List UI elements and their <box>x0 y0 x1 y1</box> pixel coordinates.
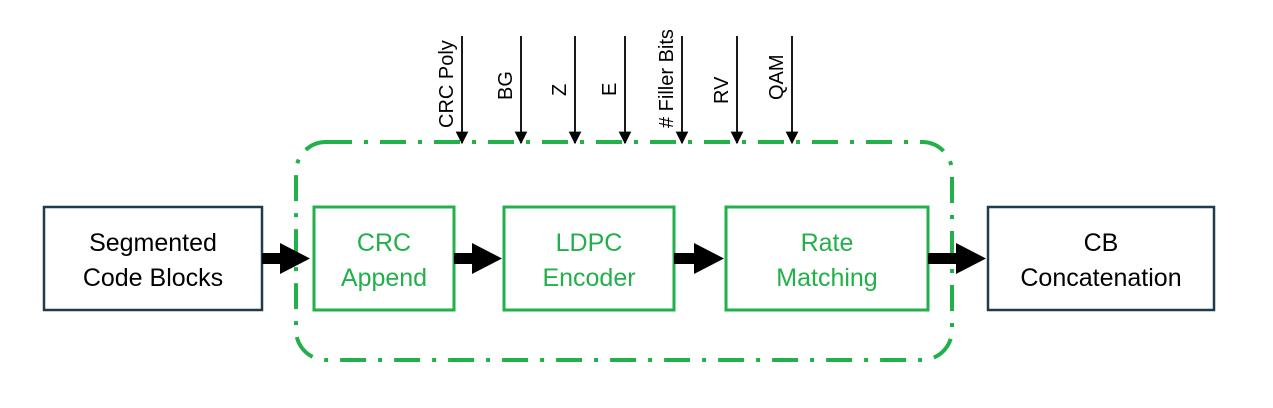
encoder-group-boundary <box>294 140 954 362</box>
rate-matching-line1: Rate <box>801 229 854 257</box>
flow-arrow-rate-to-output <box>928 243 986 274</box>
param-label-bg: BG <box>495 71 517 100</box>
parameter-arrows <box>455 36 799 145</box>
flow-arrow-ldpc-to-rate <box>674 243 724 274</box>
rate-matching-line2: Matching <box>776 264 877 292</box>
param-label-e: E <box>599 83 621 96</box>
ldpc-encoder-line1: LDPC <box>556 229 623 257</box>
param-label-crc-poly: CRC Poly <box>436 40 458 128</box>
crc-append-line2: Append <box>341 264 427 292</box>
ldpc-encoder-block: LDPC Encoder <box>502 205 676 312</box>
parameter-labels: CRC Poly BG Z E # Filler Bits RV QAM <box>436 29 788 128</box>
cb-concatenation: CB Concatenation <box>986 205 1216 312</box>
segmented-code-blocks-line2: Code Blocks <box>83 264 223 292</box>
param-label-rv: RV <box>711 76 733 104</box>
segmented-code-blocks-line1: Segmented <box>89 229 217 257</box>
flow-arrow-input-to-crc <box>262 243 310 274</box>
flow-arrows <box>262 243 986 274</box>
rate-matching-block: Rate Matching <box>724 205 930 312</box>
param-label-filler-bits: # Filler Bits <box>656 29 678 128</box>
cb-concatenation-line1: CB <box>1084 229 1119 257</box>
ldpc-encoder-line2: Encoder <box>542 264 635 292</box>
crc-append-block: CRC Append <box>312 205 456 312</box>
cb-concatenation-line2: Concatenation <box>1020 264 1181 292</box>
flow-arrow-crc-to-ldpc <box>454 243 502 274</box>
crc-append-line1: CRC <box>357 229 411 257</box>
param-label-qam: QAM <box>766 54 788 100</box>
param-label-z: Z <box>549 84 571 96</box>
segmented-code-blocks: Segmented Code Blocks <box>42 205 264 312</box>
